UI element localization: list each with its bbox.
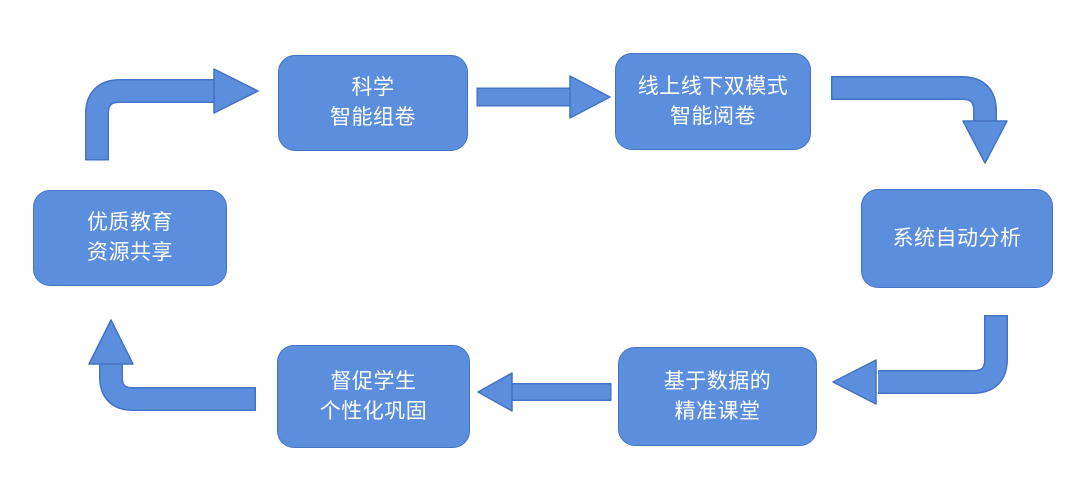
node-quality-resource-sharing: 优质教育 资源共享 [33,190,227,286]
node-personalized-consolidation: 督促学生 个性化巩固 [277,345,470,448]
node-system-auto-analysis: 系统自动分析 [861,189,1053,288]
right-arrow-icon [476,75,611,119]
bent-down-left-arrow-icon [832,315,1008,405]
node-dual-mode-smart-grading: 线上线下双模式 智能阅卷 [615,53,811,150]
left-arrow-icon [477,372,612,412]
bent-left-up-arrow-icon [88,319,256,411]
node-data-driven-precise-class: 基于数据的 精准课堂 [618,347,817,446]
bent-right-down-arrow-icon [831,76,1008,164]
node-smart-test-assembly: 科学 智能组卷 [278,55,468,151]
bent-up-right-arrow-icon [85,68,259,161]
